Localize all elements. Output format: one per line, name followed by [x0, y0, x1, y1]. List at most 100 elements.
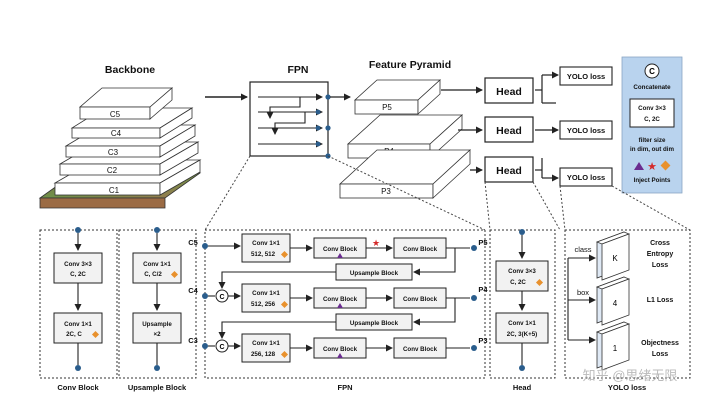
yolo-loss-detail: class box K 4 1 Cross Entropy Loss L1 Lo…	[564, 229, 691, 392]
fpn-input-c4: C4	[188, 286, 198, 295]
head-box2-line1: Conv 1×1	[508, 320, 536, 327]
fpn-row3-convblock2-label: Conv Block	[403, 346, 438, 353]
yolo-slab-label: 4	[613, 299, 618, 308]
backbone-layer-label: C4	[111, 129, 122, 138]
inject-triangle-icon	[634, 162, 644, 170]
legend-filter-line2: in dim, out dim	[630, 146, 674, 153]
yolo-loss-class-line3: Loss	[652, 262, 668, 269]
fpn-output-p5: P5	[478, 238, 487, 247]
fpn-row1-convblock2-label: Conv Block	[403, 246, 438, 253]
callout-lines	[204, 155, 691, 231]
head-box1-line2: C, 2C	[510, 279, 526, 286]
fpn-upsample2-label: Upsample Block	[350, 320, 399, 327]
yolo-loss-class-line2: Entropy	[647, 251, 674, 258]
head-detail: Conv 3×3 C, 2C Conv 1×1 2C, 3(K+5) Head	[489, 229, 556, 392]
inject-diamond-icon	[91, 330, 100, 339]
upsample-box1-line1: Conv 1×1	[143, 261, 171, 268]
fpn-concat-symbol: C	[219, 294, 224, 301]
conv-block-caption: Conv Block	[57, 383, 99, 392]
pyramid-layer-label: P3	[381, 187, 391, 196]
upsample-box1-line2: C, C/2	[144, 271, 162, 278]
concatenate-label: Concatenate	[633, 84, 671, 91]
fpn-input-c3: C3	[188, 336, 198, 345]
fpn-row1-convblock-label: Conv Block	[323, 246, 358, 253]
inject-diamond-icon	[280, 250, 289, 259]
inject-diamond-icon	[535, 278, 544, 287]
head-label: Head	[496, 165, 522, 177]
backbone-layer-c5: C5	[78, 87, 174, 120]
feature-pyramid-title: Feature Pyramid	[369, 59, 451, 71]
head-label: Head	[496, 86, 522, 98]
fpn-row3-conv-line1: Conv 1×1	[252, 340, 280, 347]
backbone-layer-label: C2	[107, 166, 118, 175]
inject-star-icon: ★	[372, 238, 380, 248]
yolo-loss-label: YOLO loss	[567, 173, 605, 182]
fpn-detail: C5 Conv 1×1 512, 512 Conv Block ★ Conv B…	[188, 229, 488, 392]
backbone-layer-label: C5	[110, 110, 121, 119]
watermark-text: 知乎 @思绪无限	[583, 368, 678, 383]
fpn-row1-conv-line2: 512, 512	[251, 251, 276, 258]
conv-block-box1-line1: Conv 3×3	[64, 261, 92, 268]
fpn-row2-conv-line1: Conv 1×1	[252, 290, 280, 297]
yolo-loss-obj-line2: Loss	[652, 351, 668, 358]
yolo-loss-box-1: YOLO loss	[559, 66, 613, 86]
upsample-box2-line2: ×2	[153, 331, 161, 338]
head-box1-line1: Conv 3×3	[508, 268, 536, 275]
legend-inject-label: Inject Points	[634, 177, 671, 184]
yolo-detail-caption: YOLO loss	[608, 383, 646, 392]
fpn-detail-caption: FPN	[338, 383, 353, 392]
head-box-1: Head	[484, 77, 534, 104]
pyramid-layer-label: P5	[382, 103, 392, 112]
head-detail-caption: Head	[513, 383, 532, 392]
pyramid-layer-p5: P5	[353, 79, 442, 115]
feature-pyramid: P5 P4 P3	[338, 79, 472, 199]
inject-diamond-icon	[170, 270, 179, 279]
pyramid-layer-p3: P3	[338, 149, 472, 199]
fpn-title: FPN	[288, 64, 309, 76]
head-box-2: Head	[484, 116, 534, 143]
concatenate-symbol: C	[649, 67, 655, 76]
yolo-slab-class: K	[595, 231, 631, 281]
yolo-class-label: class	[574, 245, 591, 254]
inject-star-icon: ★	[647, 161, 657, 173]
yolo-slab-label: K	[612, 254, 618, 263]
inject-triangle-icon	[337, 353, 343, 358]
concatenate-icon	[644, 63, 660, 79]
legend-panel: C Concatenate Conv 3×3 C, 2C filter size…	[621, 56, 683, 194]
fpn-row1-conv-line1: Conv 1×1	[252, 240, 280, 247]
yolo-loss-box-3: YOLO loss	[559, 167, 613, 187]
fpn-output-p3: P3	[478, 336, 487, 345]
fpn-input-c5: C5	[188, 238, 198, 247]
yolo-loss-box-line1: L1 Loss	[647, 297, 674, 304]
fpn-overview	[249, 81, 331, 159]
backbone-layer-label: C1	[109, 186, 120, 195]
fpn-row3-conv-line2: 256, 128	[251, 351, 276, 358]
head-box-3: Head	[484, 156, 534, 183]
legend-filter-line1: filter size	[639, 137, 666, 144]
conv-block-box1-line2: C, 2C	[70, 271, 86, 278]
inject-triangle-icon	[337, 253, 343, 258]
yolo-loss-class-line1: Cross	[650, 240, 670, 247]
inject-diamond-icon	[280, 350, 289, 359]
fpn-row2-convblock2-label: Conv Block	[403, 296, 438, 303]
yolo-loss-obj-line1: Objectness	[641, 340, 679, 347]
fpn-row2-conv-line2: 512, 256	[251, 301, 276, 308]
fpn-upsample1-label: Upsample Block	[350, 270, 399, 277]
yolo-loss-label: YOLO loss	[567, 126, 605, 135]
head-box2-line2: 2C, 3(K+5)	[507, 331, 537, 338]
backbone-title: Backbone	[105, 64, 155, 76]
head-label: Head	[496, 125, 522, 137]
conv-block-detail: Conv 3×3 C, 2C Conv 1×1 2C, C Conv Block	[39, 227, 118, 392]
fpn-concat-symbol: C	[219, 344, 224, 351]
yolo-loss-label: YOLO loss	[567, 72, 605, 81]
upsample-block-caption: Upsample Block	[128, 383, 187, 392]
legend-conv-line2: C, 2C	[644, 116, 660, 123]
backbone-layer-label: C3	[108, 148, 119, 157]
yolo-slab-label: 1	[613, 344, 618, 353]
yolo-box-label: box	[577, 288, 589, 297]
inject-diamond-icon	[280, 300, 289, 309]
fpn-row3-convblock-label: Conv Block	[323, 346, 358, 353]
fpn-row2-convblock-label: Conv Block	[323, 296, 358, 303]
inject-triangle-icon	[337, 303, 343, 308]
